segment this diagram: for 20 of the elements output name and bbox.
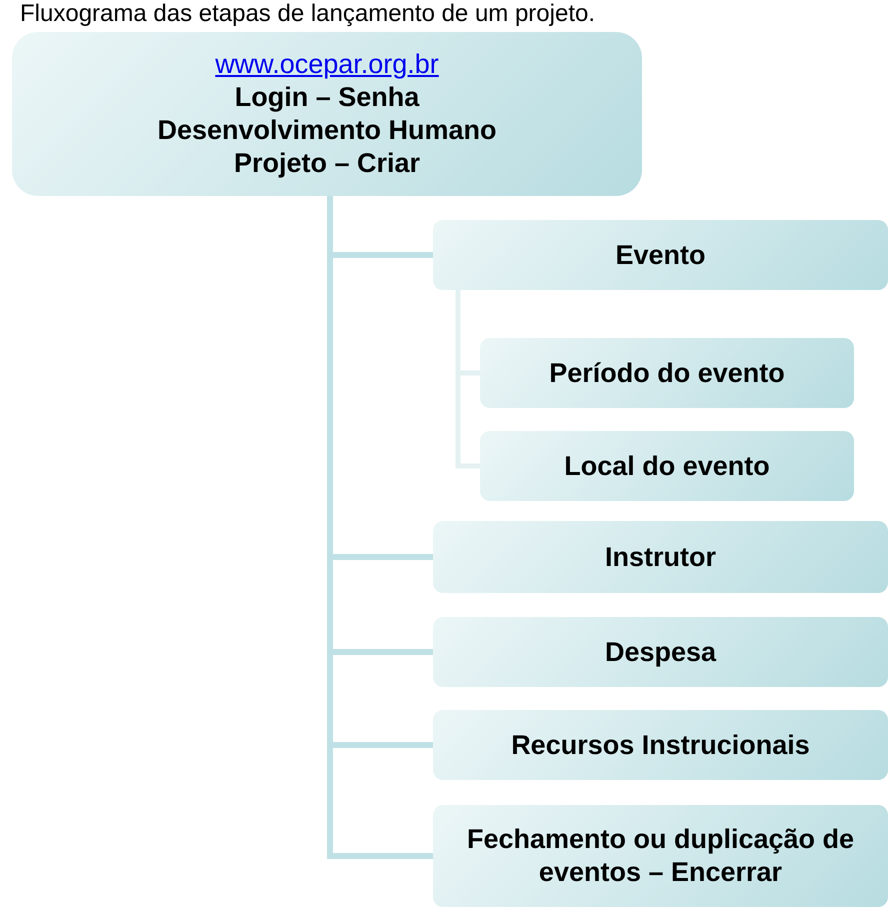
box-text: Projeto – Criar — [234, 147, 420, 180]
web-link: www.ocepar.org.br — [215, 48, 439, 81]
box-text: Fechamento ou duplicação de eventos – Encerrar — [466, 823, 856, 889]
box-text: Recursos Instrucionais — [511, 728, 810, 762]
box-text: Login – Senha — [234, 81, 420, 114]
box-text: Período do evento — [549, 356, 785, 390]
process-box — [433, 521, 888, 593]
process-box — [480, 338, 854, 408]
box-text: Local do evento — [564, 450, 770, 482]
process-box — [480, 431, 854, 501]
process-box — [12, 32, 642, 196]
process-box — [433, 220, 888, 290]
process-box — [433, 710, 888, 780]
box-text: Instrutor — [605, 540, 716, 574]
process-box — [433, 805, 888, 907]
box-text: Despesa — [604, 636, 716, 668]
diagram-title: Fluxograma das etapas de lançamento de um projeto. — [20, 0, 596, 28]
process-box — [433, 617, 888, 687]
box-text: Evento — [615, 238, 706, 272]
box-text: Desenvolvimento Humano — [157, 114, 497, 147]
